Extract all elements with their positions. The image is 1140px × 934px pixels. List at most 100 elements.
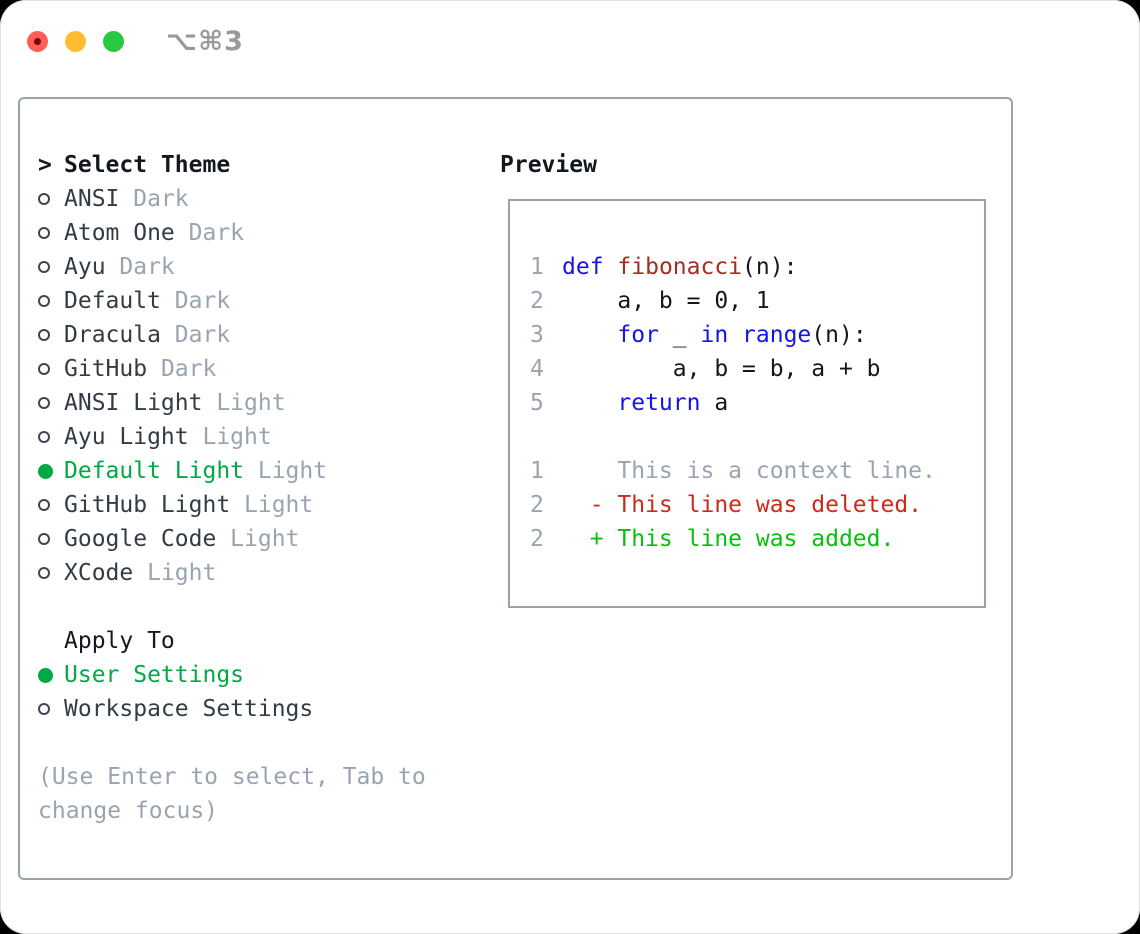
apply-option-label: User Settings (64, 662, 245, 688)
radio-selected-icon (38, 667, 53, 683)
apply-to-title: Apply To (64, 628, 175, 654)
minimize-button-icon[interactable] (65, 31, 86, 52)
code-segment-plain (562, 322, 617, 348)
code-segment-kw: def (562, 254, 604, 280)
theme-variant: Dark (160, 322, 231, 348)
line-number: 5 (530, 390, 544, 416)
code-segment-kw: for (617, 322, 659, 348)
keyboard-hint: (Use Enter to select, Tab to change focu… (38, 764, 440, 824)
theme-option-ayu-light[interactable]: Ayu Light Light (38, 420, 490, 454)
select-theme-header: > Select Theme (38, 148, 490, 182)
radio-cell (38, 363, 64, 375)
code-segment-plain: (n): (811, 322, 867, 348)
theme-name: ANSI (64, 186, 120, 212)
theme-option-atom-one[interactable]: Atom One Dark (38, 216, 490, 250)
theme-option-google-code[interactable]: Google Code Light (38, 522, 490, 556)
theme-option-default[interactable]: Default Dark (38, 284, 490, 318)
code-segment-plain: a, b = 0, 1 (562, 288, 770, 314)
diff-text: + This line was added. (562, 526, 895, 552)
window-title-shortcut: ⌥⌘3 (166, 26, 244, 57)
theme-name: Ayu Light (64, 424, 189, 450)
radio-unselected-icon (38, 227, 50, 239)
line-number: 2 (530, 492, 544, 518)
diff-block: 1 This is a context line. 2 - This line w… (530, 454, 984, 556)
line-number: 2 (530, 526, 544, 552)
theme-variant: Light (216, 526, 300, 552)
radio-cell (38, 329, 64, 341)
theme-name: GitHub (64, 356, 148, 382)
theme-variant: Dark (147, 356, 217, 382)
code-line: 4 a, b = b, a + b (530, 352, 984, 386)
line-number: 1 (530, 254, 544, 280)
apply-to-header: Apply To (38, 624, 490, 658)
theme-name: Dracula (64, 322, 161, 348)
theme-option-default-light[interactable]: Default Light Light (38, 454, 490, 488)
close-button-icon[interactable] (27, 31, 48, 52)
theme-option-dracula[interactable]: Dracula Dark (38, 318, 490, 352)
radio-cell (38, 499, 64, 511)
code-segment-plain: (n): (742, 254, 798, 280)
radio-cell (38, 567, 64, 579)
theme-option-github-light[interactable]: GitHub Light Light (38, 488, 490, 522)
theme-option-xcode[interactable]: XCode Light (38, 556, 490, 590)
zoom-button-icon[interactable] (103, 31, 124, 52)
diff-text: This is a context line. (562, 458, 936, 484)
radio-unselected-icon (38, 261, 50, 273)
select-theme-title: Select Theme (64, 152, 231, 178)
radio-unselected-icon (38, 499, 50, 511)
theme-option-ansi[interactable]: ANSI Dark (38, 182, 490, 216)
code-line: 2 a, b = 0, 1 (530, 284, 984, 318)
diff-text: - This line was deleted. (562, 492, 923, 518)
theme-option-github[interactable]: GitHub Dark (38, 352, 490, 386)
line-number: 4 (530, 356, 544, 382)
theme-name: ANSI Light (64, 390, 203, 416)
diff-line-added: 2 + This line was added. (530, 522, 984, 556)
theme-variant: Light (188, 424, 272, 450)
radio-cell (38, 463, 64, 479)
theme-name: GitHub Light (64, 492, 231, 518)
theme-variant: Dark (174, 220, 245, 246)
theme-name: Google Code (64, 526, 217, 552)
line-number: 3 (530, 322, 544, 348)
code-segment-kw: in (700, 322, 729, 348)
code-segment-plain: a (700, 390, 729, 416)
code-segment-plain (728, 322, 742, 348)
apply-option-user-settings[interactable]: User Settings (38, 658, 490, 692)
focus-prompt-icon: > (38, 152, 52, 178)
radio-cell (38, 227, 64, 239)
radio-cell (38, 295, 64, 307)
code-line: 3 for _ in range(n): (530, 318, 984, 352)
apply-option-workspace-settings[interactable]: Workspace Settings (38, 692, 490, 726)
theme-variant: Light (230, 492, 314, 518)
theme-name: Atom One (64, 220, 175, 246)
theme-variant: Light (202, 390, 286, 416)
theme-variant: Dark (105, 254, 175, 280)
theme-option-ansi-light[interactable]: ANSI Light Light (38, 386, 490, 420)
code-diff-separator (530, 420, 984, 454)
radio-selected-icon (38, 463, 53, 479)
theme-name: XCode (64, 560, 134, 586)
theme-variant: Dark (119, 186, 189, 212)
theme-variant: Dark (160, 288, 231, 314)
code-segment-plain: a, b = b, a + b (562, 356, 881, 382)
code-text: for _ in range(n): (562, 322, 867, 348)
close-dot-icon (34, 38, 41, 45)
theme-name: Ayu (64, 254, 106, 280)
radio-unselected-icon (38, 329, 50, 341)
code-segment-kw: return (617, 390, 701, 416)
theme-variant: Light (244, 458, 328, 484)
code-segment-plain (562, 390, 617, 416)
theme-option-ayu[interactable]: Ayu Dark (38, 250, 490, 284)
radio-unselected-icon (38, 295, 50, 307)
radio-cell (38, 397, 64, 409)
code-segment-plain: _ (658, 322, 701, 348)
code-segment-plain (604, 254, 618, 280)
line-number: 1 (530, 458, 544, 484)
radio-unselected-icon (38, 363, 50, 375)
preview-title: Preview (500, 152, 597, 178)
